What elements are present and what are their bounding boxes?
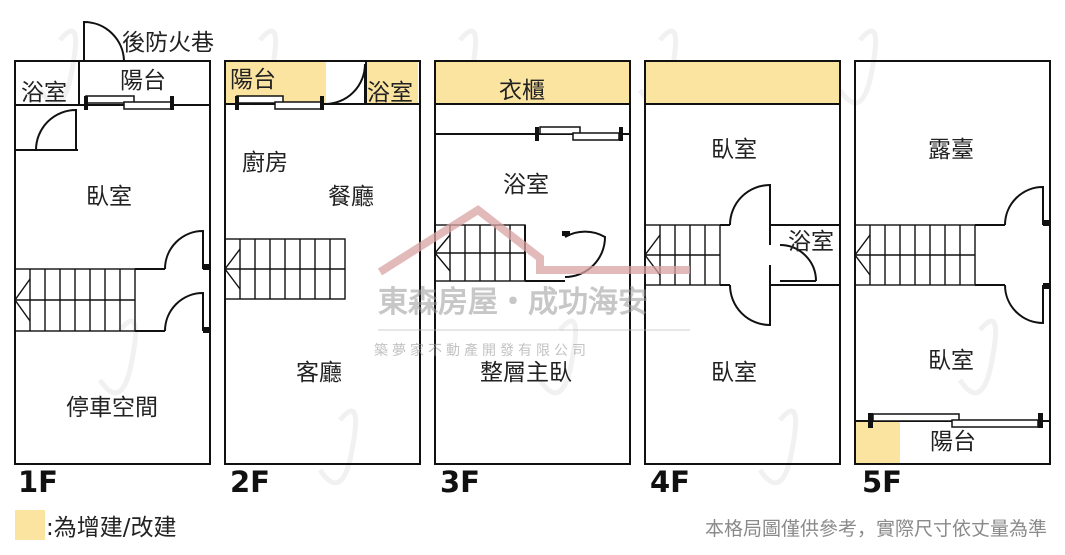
- room-bedroom-bottom-4f: 臥室: [711, 360, 757, 386]
- floor-1f: 後防火巷 浴室 陽台 臥室 停車空間 1F: [14, 20, 214, 499]
- room-dining-2f: 餐廳: [328, 184, 374, 210]
- room-bathroom-4f: 浴室: [788, 229, 834, 255]
- stairs-4f: [644, 224, 721, 286]
- room-bathroom-2f: 浴室: [367, 80, 413, 106]
- floor-5f: 露臺 臥室 陽台 5F: [854, 60, 1051, 499]
- addition-4f: [646, 62, 839, 104]
- room-bathroom-1f: 浴室: [21, 80, 67, 106]
- room-bathroom-3f: 浴室: [503, 172, 549, 198]
- legend-text: :為增建/改建: [46, 515, 177, 541]
- company-watermark: 東森房屋・成功海安 築夢家不動產開發有限公司: [374, 205, 690, 359]
- addition-bathroom-2f: [366, 62, 418, 104]
- room-closet-3f: 衣櫃: [499, 78, 545, 104]
- floor-2f: 陽台 浴室 廚房 餐廳 客廳 2F: [224, 60, 421, 499]
- floor-4f: 臥室 浴室 臥室 4F: [644, 60, 841, 499]
- room-bedroom-1f: 臥室: [86, 184, 132, 210]
- legend: :為增建/改建: [15, 510, 177, 541]
- floor-label-5f: 5F: [862, 465, 902, 499]
- legend-swatch: [15, 510, 45, 540]
- stairs-3f: [434, 224, 526, 282]
- room-balcony-5f: 陽台: [930, 429, 976, 455]
- room-terrace-5f: 露臺: [928, 137, 974, 163]
- watermark-company: 東森房屋・成功海安: [378, 285, 648, 320]
- addition-closet-3f: [436, 62, 629, 104]
- house-logo-icon: [377, 205, 690, 276]
- watermark-subtitle: 築夢家不動產開發有限公司: [374, 342, 590, 359]
- room-parking-1f: 停車空間: [66, 395, 158, 421]
- floor-label-4f: 4F: [650, 465, 690, 499]
- room-back-alley: 後防火巷: [122, 30, 214, 56]
- stairs-5f: [854, 224, 976, 286]
- floor-label-2f: 2F: [230, 465, 270, 499]
- room-master-3f: 整層主臥: [480, 360, 572, 386]
- room-kitchen-2f: 廚房: [242, 150, 288, 176]
- stairs-1f: [14, 268, 136, 332]
- room-bedroom-5f: 臥室: [928, 348, 974, 374]
- room-living-2f: 客廳: [296, 360, 342, 386]
- room-balcony-1f: 陽台: [120, 68, 166, 94]
- floor-3f: 衣櫃 浴室 整層主臥 3F: [434, 60, 631, 499]
- floor-label-1f: 1F: [18, 465, 58, 499]
- stairs-2f: [224, 238, 346, 300]
- room-bedroom-top-4f: 臥室: [711, 137, 757, 163]
- room-balcony-2f: 陽台: [230, 67, 276, 93]
- background-watermark-pattern: [37, 28, 999, 486]
- disclaimer-text: 本格局圖僅供參考，實際尺寸依丈量為準: [705, 518, 1047, 540]
- addition-balcony-5f: [856, 421, 900, 463]
- floor-label-3f: 3F: [440, 465, 480, 499]
